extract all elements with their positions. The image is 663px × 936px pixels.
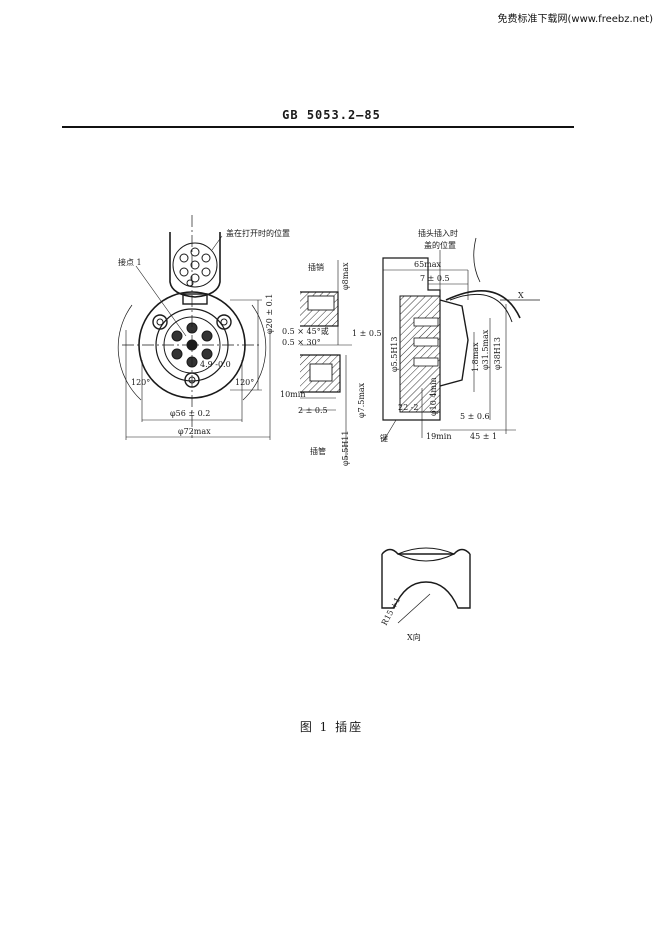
- dim-d45: 45 ± 1: [470, 432, 497, 441]
- pin-tube-detail: [300, 260, 352, 460]
- figure-caption: 图 1 插座: [299, 720, 364, 734]
- dim-d75: φ7.5max: [357, 382, 366, 418]
- dim-d2: 2 ± 0.5: [298, 406, 328, 415]
- label-tube: 插管: [310, 446, 326, 456]
- dim-d20: φ20 ± 0.1: [265, 294, 274, 334]
- dim-d5: 5 ± 0.6: [460, 412, 490, 421]
- dim-d38: φ38H13: [493, 337, 502, 370]
- label-contact-1: 接点 1: [118, 257, 142, 267]
- dim-d19: 19min: [426, 432, 451, 441]
- dim-d55h13: φ5.5H13: [390, 337, 399, 372]
- dim-d56: φ56 ± 0.2: [170, 409, 210, 418]
- x-view-detail: [381, 547, 471, 624]
- dim-d18: 1.8max: [471, 342, 480, 372]
- header-rule: [62, 126, 574, 128]
- dim-d7: 7 ± 0.5: [420, 274, 450, 283]
- label-x-mark: X: [518, 291, 524, 300]
- dim-angle-left: 120°: [131, 378, 150, 387]
- dim-chamfer-2: 0.5 × 30°: [282, 338, 321, 347]
- label-plug-inserted-1: 插头插入时: [418, 228, 458, 238]
- dim-d315: φ31.5max: [481, 329, 490, 370]
- label-pin: 插销: [308, 262, 324, 272]
- dim-d65: 65max: [414, 260, 442, 269]
- dim-d49: 4.9 -0.0: [200, 360, 231, 369]
- label-x-view: X向: [407, 632, 421, 642]
- dim-d10: 10min: [280, 390, 305, 399]
- label-lid-open: 盖在打开时的位置: [226, 228, 290, 238]
- dim-d55h11: φ5.5H11: [341, 431, 350, 466]
- dim-chamfer-1: 0.5 × 45°或: [282, 326, 329, 336]
- standard-number: GB 5053.2—85: [282, 108, 381, 122]
- front-view: [117, 215, 271, 440]
- dim-d1: 1 ± 0.5: [352, 329, 382, 338]
- dim-angle-right: 120°: [235, 378, 254, 387]
- dim-d104: φ10.4min: [429, 377, 438, 416]
- side-view: [382, 237, 540, 441]
- label-key: 键: [380, 433, 388, 443]
- dim-d72: φ72max: [178, 427, 211, 436]
- dim-d8: φ8max: [341, 262, 350, 290]
- label-plug-inserted-2: 盖的位置: [424, 240, 456, 250]
- watermark: 免费标准下载网(www.freebz.net): [497, 14, 653, 25]
- dim-d22: 22 -2: [398, 403, 419, 412]
